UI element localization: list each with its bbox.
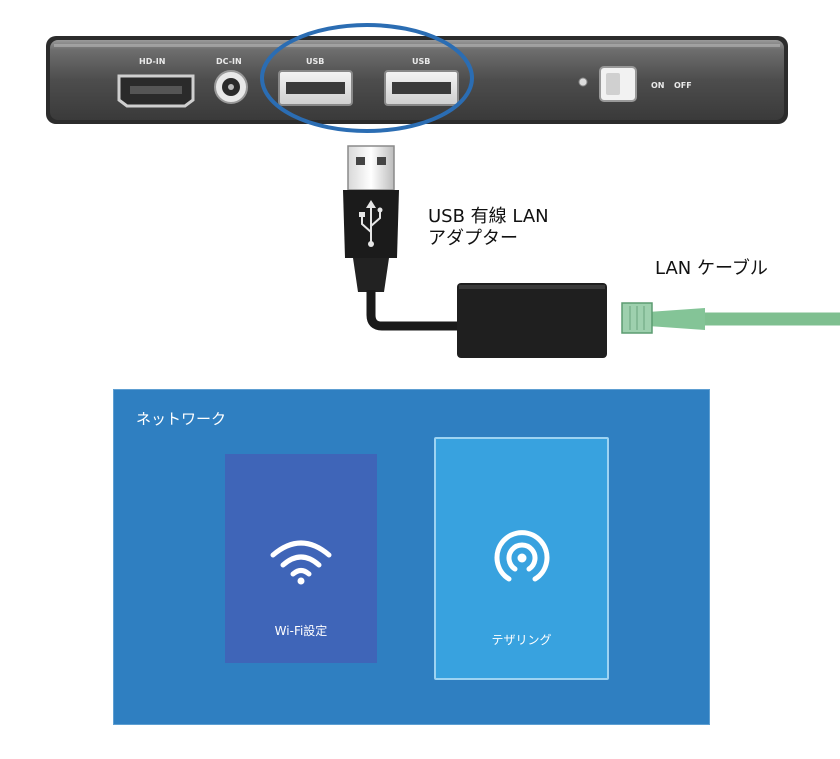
usb-port-1-label: USB: [306, 57, 324, 66]
hdmi-port-label: HD-IN: [139, 57, 165, 66]
wifi-settings-card[interactable]: Wi-Fi設定: [225, 454, 377, 663]
hdmi-port: HD-IN: [117, 57, 195, 108]
wifi-icon: [270, 540, 332, 585]
adapter-cable: [366, 290, 460, 331]
connection-diagram: HD-IN DC-IN USB USB ON OFF: [46, 23, 840, 358]
tethering-card[interactable]: テザリング: [434, 437, 609, 680]
tethering-icon: [494, 530, 549, 582]
switch-off-label: OFF: [674, 81, 692, 90]
power-led: [578, 77, 588, 87]
network-settings-screen: ネットワーク Wi-Fi設定 テザリング: [113, 389, 710, 725]
usb-symbol-icon: [359, 200, 383, 247]
tethering-label: テザリング: [491, 633, 552, 647]
adapter-callout-line2: アダプター: [428, 228, 518, 249]
usb-plug: [343, 145, 399, 292]
dc-in-port: DC-IN: [214, 57, 248, 104]
network-screen-title: ネットワーク: [136, 410, 227, 428]
usb-port-2-label: USB: [412, 57, 430, 66]
dc-in-port-label: DC-IN: [216, 57, 242, 66]
usb-lan-adapter-callout: USB 有線 LAN アダプター: [428, 206, 549, 250]
lan-cable-callout: LAN ケーブル: [655, 258, 768, 279]
lan-cable: [621, 302, 840, 334]
usb-port-2: USB: [384, 57, 459, 106]
switch-on-label: ON: [651, 81, 665, 90]
power-switch: ON OFF: [599, 66, 692, 102]
adapter-callout-line1: USB 有線 LAN: [428, 206, 549, 227]
usb-lan-adapter: [457, 283, 607, 358]
wifi-settings-label: Wi-Fi設定: [274, 624, 328, 638]
usb-port-1: USB: [278, 57, 353, 106]
usb-highlight-ring: [260, 23, 474, 133]
